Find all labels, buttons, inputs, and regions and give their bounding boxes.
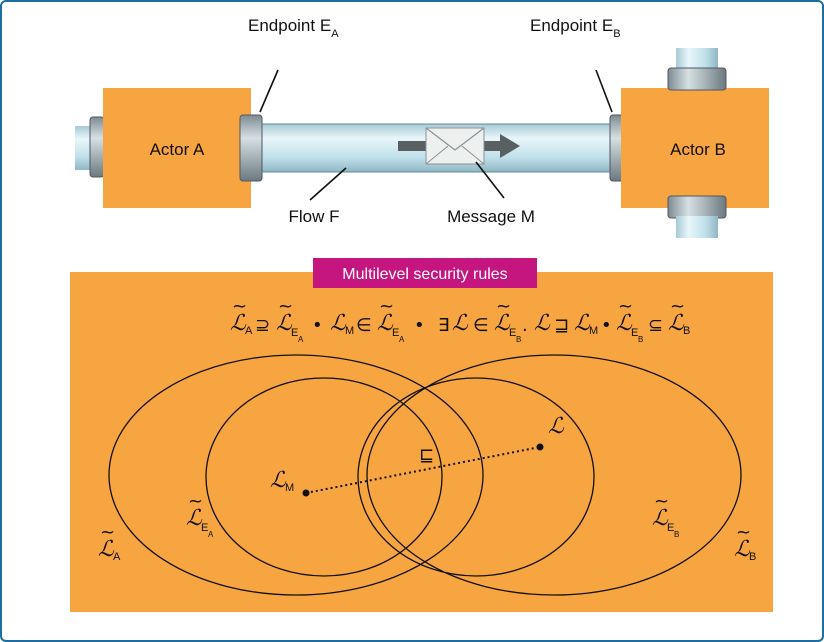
svg-text:B: B bbox=[674, 530, 679, 539]
message-arrow-head bbox=[500, 134, 520, 158]
svg-text:•: • bbox=[312, 315, 323, 336]
svg-text:.: . bbox=[522, 315, 528, 336]
set-LB-ellipse bbox=[366, 354, 742, 596]
endpoint-b-label: Endpoint EB bbox=[530, 16, 621, 40]
svg-text:M: M bbox=[345, 325, 354, 337]
svg-text:B: B bbox=[638, 335, 643, 344]
svg-text:E: E bbox=[201, 522, 208, 534]
svg-text:M: M bbox=[589, 325, 598, 337]
svg-text:E: E bbox=[509, 327, 516, 339]
sqsubseteq-label: ⊑ bbox=[419, 445, 434, 466]
svg-text:E: E bbox=[667, 522, 674, 534]
endpoint-a-flange bbox=[239, 114, 263, 182]
rules-banner-text: Multilevel security rules bbox=[342, 266, 507, 283]
message-label: Message M bbox=[447, 207, 535, 226]
LEA-set-label: ℒ ~ E A bbox=[186, 491, 214, 539]
svg-text:⊒: ⊒ bbox=[554, 315, 569, 336]
svg-text:B: B bbox=[516, 335, 521, 344]
svg-text:ℒ: ℒ bbox=[276, 311, 293, 336]
actor-b-bottom-pipe bbox=[676, 216, 718, 238]
svg-text:~: ~ bbox=[496, 296, 511, 317]
svg-text:∈: ∈ bbox=[356, 315, 372, 336]
flow-label: Flow F bbox=[289, 207, 340, 226]
svg-text:A: A bbox=[208, 530, 214, 539]
rules-panel bbox=[70, 272, 773, 612]
left-stub-flange bbox=[89, 116, 105, 178]
svg-text:~: ~ bbox=[100, 522, 115, 543]
svg-text:ℒ: ℒ bbox=[270, 468, 287, 493]
svg-text:~: ~ bbox=[188, 491, 203, 512]
svg-text:A: A bbox=[113, 551, 121, 563]
svg-text:~: ~ bbox=[736, 522, 751, 543]
LB-set-label: ℒ ~ B bbox=[734, 522, 756, 563]
endpoint-a-label: Endpoint EA bbox=[248, 16, 339, 40]
actor-b-bottom-flange bbox=[667, 195, 727, 219]
svg-text:M: M bbox=[285, 482, 294, 494]
set-LA-ellipse bbox=[108, 354, 484, 596]
security-formula: ℒ ~ A ⊇ ℒ ~ E A • ℒ M ∈ ℒ ~ E A • ∃ ℒ ∈ … bbox=[230, 296, 690, 344]
svg-text:ℒ: ℒ bbox=[98, 537, 115, 562]
svg-text:~: ~ bbox=[278, 296, 293, 317]
flow-callout bbox=[309, 167, 347, 201]
LM-point-label: ℒ M bbox=[270, 468, 294, 494]
svg-text:A: A bbox=[399, 335, 405, 344]
LEB-set-label: ℒ ~ E B bbox=[652, 491, 679, 539]
actor-a-box bbox=[103, 88, 251, 208]
LA-set-label: ℒ ~ A bbox=[98, 522, 121, 563]
actor-b-box bbox=[621, 88, 769, 208]
svg-text:ℒ: ℒ bbox=[230, 311, 247, 336]
svg-text:ℒ: ℒ bbox=[616, 311, 633, 336]
svg-text:∃: ∃ bbox=[438, 315, 449, 336]
svg-text:~: ~ bbox=[618, 296, 633, 317]
svg-text:ℒ: ℒ bbox=[534, 311, 551, 336]
svg-text:B: B bbox=[749, 551, 756, 563]
svg-text:ℒ: ℒ bbox=[186, 506, 203, 531]
svg-text:⊆: ⊆ bbox=[648, 315, 663, 336]
svg-text:ℒ: ℒ bbox=[452, 311, 469, 336]
svg-text:~: ~ bbox=[670, 296, 685, 317]
L-point-label: ℒ bbox=[548, 414, 565, 439]
svg-text:B: B bbox=[683, 325, 690, 337]
actor-b-top-flange bbox=[667, 67, 727, 91]
actor-a-label: Actor A bbox=[150, 140, 205, 159]
svg-text:ℒ: ℒ bbox=[734, 537, 751, 562]
svg-text:ℒ: ℒ bbox=[668, 311, 685, 336]
svg-text:⊇: ⊇ bbox=[255, 315, 270, 336]
endpoint-a-callout bbox=[259, 69, 279, 113]
actor-b-label: Actor B bbox=[670, 140, 726, 159]
svg-text:ℒ: ℒ bbox=[652, 506, 669, 531]
rules-banner bbox=[313, 258, 537, 288]
point-L bbox=[536, 443, 544, 451]
svg-text:E: E bbox=[631, 327, 638, 339]
svg-text:A: A bbox=[298, 335, 304, 344]
svg-text:A: A bbox=[245, 325, 253, 337]
svg-text:ℒ: ℒ bbox=[494, 311, 511, 336]
svg-text:E: E bbox=[392, 327, 399, 339]
set-LEA-ellipse bbox=[205, 377, 443, 577]
svg-text:•: • bbox=[601, 315, 612, 336]
message-callout bbox=[475, 161, 505, 199]
svg-text:ℒ: ℒ bbox=[377, 311, 394, 336]
point-LM bbox=[302, 489, 310, 497]
svg-text:~: ~ bbox=[232, 296, 247, 317]
svg-text:~: ~ bbox=[379, 296, 394, 317]
envelope-icon bbox=[425, 127, 485, 165]
svg-text:•: • bbox=[414, 315, 425, 336]
svg-text:ℒ: ℒ bbox=[330, 311, 347, 336]
svg-text:ℒ: ℒ bbox=[574, 311, 591, 336]
svg-text:~: ~ bbox=[654, 491, 669, 512]
svg-text:∈: ∈ bbox=[473, 315, 489, 336]
endpoint-b-callout bbox=[595, 69, 613, 113]
set-LEB-ellipse bbox=[357, 377, 595, 577]
svg-text:E: E bbox=[291, 327, 298, 339]
